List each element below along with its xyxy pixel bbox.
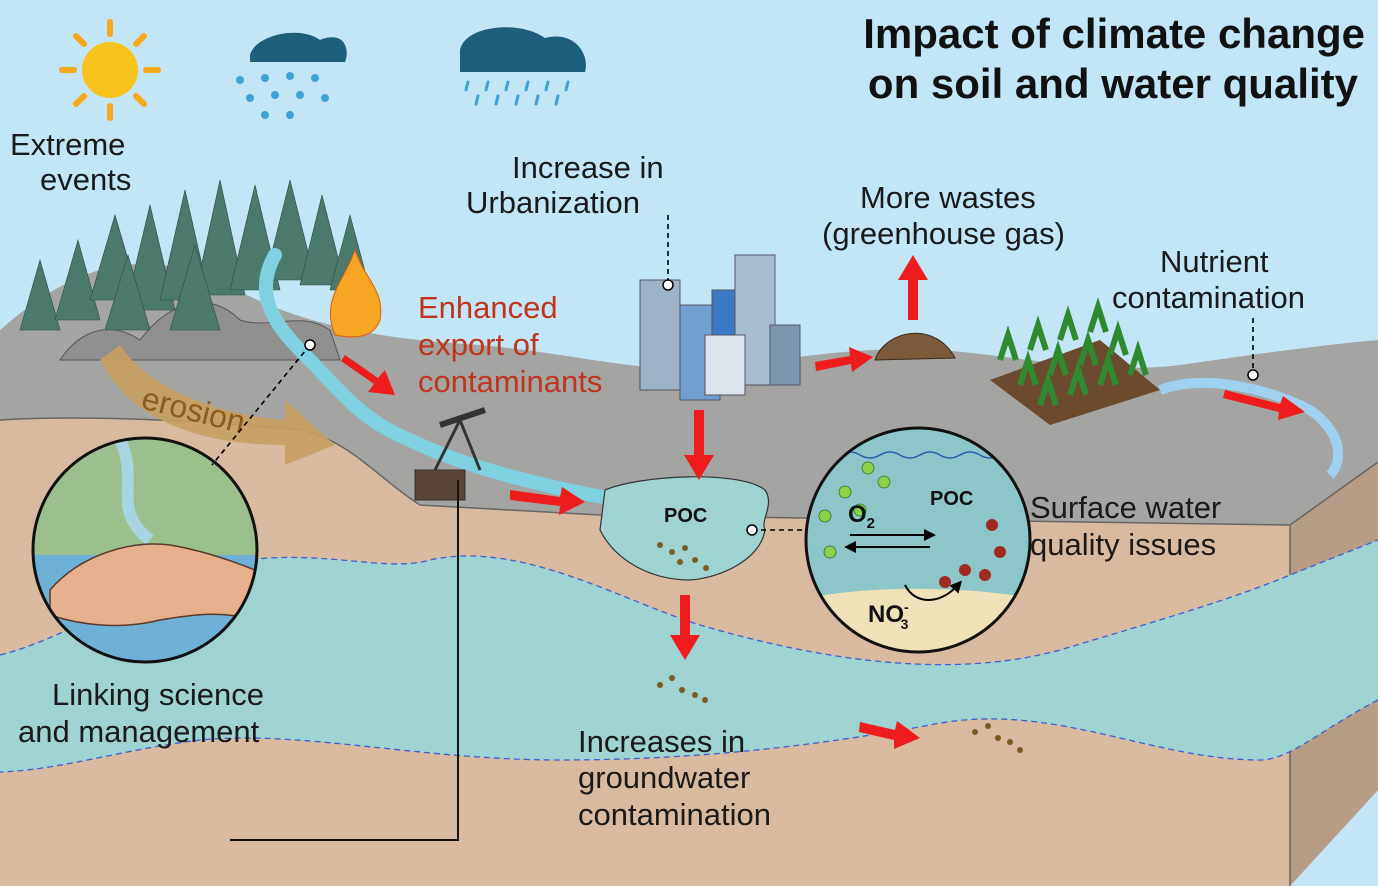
enhanced-line-2: export of bbox=[418, 327, 539, 362]
extreme-events-line-1: Extreme bbox=[10, 127, 125, 162]
connector-dots bbox=[304, 279, 1259, 536]
groundwater-line-2: groundwater bbox=[578, 760, 750, 795]
city-buildings bbox=[639, 254, 801, 401]
o2-label: O2 bbox=[848, 501, 875, 532]
urbanization-line-2: Urbanization bbox=[466, 185, 640, 220]
red-arrows bbox=[341, 255, 1305, 749]
connectors bbox=[211, 215, 1254, 531]
urbanization-line-1: Increase in bbox=[512, 150, 664, 185]
pond-sediment bbox=[657, 542, 709, 571]
poc-pond-label: POC bbox=[664, 505, 707, 527]
rain-cloud-icon bbox=[460, 27, 586, 106]
nutrient-line-2: contamination bbox=[1112, 280, 1305, 315]
groundwater-sediment bbox=[657, 675, 1023, 753]
fire-icon bbox=[329, 248, 382, 338]
sun-icon bbox=[59, 19, 161, 121]
waste-pile bbox=[874, 332, 956, 361]
mountain-stream bbox=[259, 248, 627, 507]
oil-pump-icon bbox=[414, 407, 486, 501]
linking-inset bbox=[31, 436, 259, 664]
title-line-1: Impact of climate change bbox=[863, 10, 1365, 57]
linking-line-2: and management bbox=[18, 714, 260, 749]
groundwater-band bbox=[0, 540, 1378, 772]
linking-line-1: Linking science bbox=[52, 677, 264, 712]
wastes-line-2: (greenhouse gas) bbox=[822, 216, 1065, 251]
oxygen-dots bbox=[818, 461, 891, 559]
carbon-dots bbox=[939, 519, 1006, 588]
erosion-arrow bbox=[100, 345, 335, 465]
surface-water-line-1: Surface water bbox=[1030, 490, 1221, 525]
extreme-events-line-2: events bbox=[40, 162, 131, 197]
nutrient-line-1: Nutrient bbox=[1160, 244, 1269, 279]
enhanced-line-1: Enhanced bbox=[418, 290, 558, 325]
snow-cloud-icon bbox=[236, 32, 347, 119]
groundwater-line-1: Increases in bbox=[578, 724, 745, 759]
no3-label: NO-3 bbox=[868, 599, 909, 632]
wastes-line-1: More wastes bbox=[860, 180, 1036, 215]
nutrient-stream bbox=[1158, 377, 1344, 479]
groundwater-line-3: contamination bbox=[578, 797, 771, 832]
poc-inset-label: POC bbox=[930, 488, 973, 510]
enhanced-line-3: contaminants bbox=[418, 364, 602, 399]
crop-field bbox=[990, 297, 1160, 425]
title-line-2: on soil and water quality bbox=[868, 60, 1359, 107]
surface-water-line-2: quality issues bbox=[1030, 527, 1216, 562]
